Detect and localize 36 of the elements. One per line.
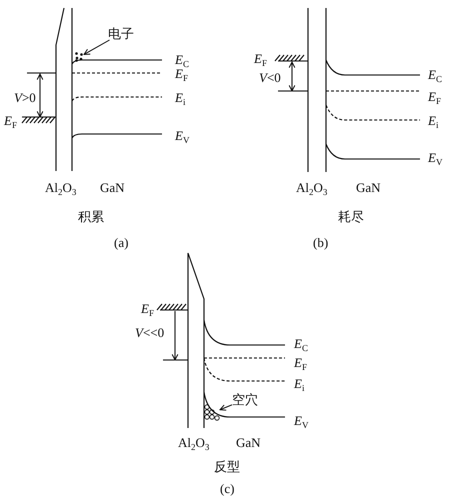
energy-level-label: E$_{i}$ bbox=[175, 91, 186, 107]
mode-label: 积累 bbox=[78, 210, 104, 223]
electron-dots-icon bbox=[75, 52, 84, 62]
energy-level-label: E$_{F}$ bbox=[428, 90, 441, 106]
energy-level-label: E$_{F}$ bbox=[294, 356, 307, 372]
material-label: Al$_{2}$O$_{3}$ bbox=[296, 181, 328, 197]
material-label: GaN bbox=[356, 181, 381, 194]
annotation-label: 空穴 bbox=[232, 393, 258, 406]
material-label: Al$_{2}$O$_{3}$ bbox=[45, 181, 76, 197]
mode-label: 反型 bbox=[214, 460, 240, 473]
voltage-label: V>0 bbox=[14, 91, 36, 104]
material-label: Al$_{2}$O$_{3}$ bbox=[178, 436, 210, 452]
energy-level-label: E$_{F}$ bbox=[254, 52, 267, 68]
voltage-label: V<0 bbox=[259, 71, 281, 84]
energy-level-label: E$_{V}$ bbox=[428, 151, 442, 167]
annotation-label: 电子 bbox=[108, 27, 134, 40]
energy-level-label: E$_{C}$ bbox=[175, 53, 189, 69]
energy-level-label: E$_{i}$ bbox=[294, 377, 304, 393]
panel-label: (a) bbox=[114, 236, 128, 249]
leader-line bbox=[84, 40, 110, 55]
energy-level-label: E$_{C}$ bbox=[428, 68, 442, 84]
voltage-label: V<<0 bbox=[135, 326, 164, 339]
panel-label: (b) bbox=[313, 236, 328, 249]
hole-circles-icon bbox=[204, 404, 220, 422]
energy-level-label: E$_{F}$ bbox=[4, 114, 17, 130]
energy-level-label: E$_{i}$ bbox=[428, 114, 438, 130]
material-label: GaN bbox=[100, 181, 125, 194]
energy-level-label: E$_{F}$ bbox=[175, 67, 188, 83]
energy-level-label: E$_{V}$ bbox=[175, 129, 190, 145]
energy-level-label: E$_{V}$ bbox=[294, 414, 308, 430]
material-label: GaN bbox=[236, 436, 261, 449]
energy-level-label: E$_{C}$ bbox=[294, 337, 308, 353]
energy-level-label: E$_{F}$ bbox=[141, 302, 154, 318]
panel-label: (c) bbox=[220, 482, 234, 495]
mode-label: 耗尽 bbox=[338, 210, 364, 223]
leader-line bbox=[220, 404, 232, 411]
